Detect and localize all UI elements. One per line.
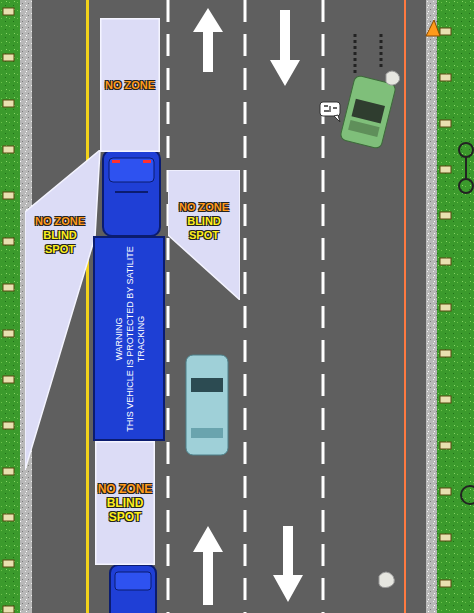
zone-label: NO ZONEBLIND SPOT	[28, 214, 92, 256]
green-car	[340, 75, 397, 149]
zone-heading: NO ZONE	[97, 482, 153, 496]
debris	[379, 71, 400, 588]
sign	[440, 350, 451, 357]
sign	[440, 534, 451, 541]
lane-dashes	[168, 0, 323, 613]
yellow-line	[86, 0, 89, 613]
grass	[437, 0, 474, 613]
sign	[440, 580, 451, 587]
tire	[461, 486, 474, 504]
roadside-signs	[3, 8, 451, 613]
zone-label: NO ZONEBLIND SPOT	[97, 482, 153, 524]
truck-cab	[103, 150, 160, 236]
sign	[3, 376, 14, 383]
warning-text: WARNING	[113, 241, 124, 436]
sign	[440, 120, 451, 127]
zone-outline	[96, 442, 155, 565]
no-zone-area: NO ZONEBLIND SPOT	[25, 150, 103, 470]
no-zone-area: NO ZONEBLIND SPOT	[168, 170, 240, 300]
sign	[3, 192, 14, 199]
zone-label: NO ZONEBLIND SPOT	[171, 200, 237, 242]
sign	[440, 442, 451, 449]
truck-trailer: WARNINGTHIS VEHICLE IS PROTECTED BY SATI…	[93, 236, 165, 441]
sign	[3, 54, 14, 61]
zone-subheading: BLIND SPOT	[171, 214, 237, 242]
sign	[3, 8, 14, 15]
truck-cab	[110, 565, 156, 613]
sign	[3, 284, 14, 291]
sign	[440, 258, 451, 265]
zone-subheading: BLIND SPOT	[28, 228, 92, 256]
blue-car	[186, 355, 228, 455]
lane-arrows	[193, 8, 303, 605]
sign	[440, 28, 451, 35]
traffic-cone	[426, 20, 440, 36]
zone-heading: NO ZONE	[28, 214, 92, 228]
edge-line	[404, 0, 406, 613]
zone-shape	[25, 150, 103, 470]
sign	[440, 212, 451, 219]
sign	[3, 560, 14, 567]
sign	[3, 100, 14, 107]
zone-outline	[25, 150, 100, 470]
no-zone-area: NO ZONE	[100, 18, 160, 152]
zone-outline	[168, 170, 240, 300]
zone-heading: NO ZONE	[102, 78, 158, 92]
zone-subheading: BLIND SPOT	[97, 496, 153, 524]
sign	[3, 330, 14, 337]
sidewalk	[426, 0, 437, 613]
warning-text: THIS VEHICLE IS PROTECTED BY SATILITE TR…	[124, 241, 146, 436]
sign	[3, 606, 14, 613]
sign	[440, 166, 451, 173]
zone-heading: NO ZONE	[171, 200, 237, 214]
skid-marks	[355, 34, 381, 74]
speech-bubble	[320, 102, 340, 122]
zone-outline	[101, 19, 160, 152]
sign	[440, 488, 451, 495]
sign	[3, 422, 14, 429]
sign	[3, 146, 14, 153]
no-zone-area: NO ZONEBLIND SPOT	[95, 441, 155, 565]
sign	[440, 396, 451, 403]
sign	[440, 304, 451, 311]
sign	[3, 468, 14, 475]
sign	[440, 74, 451, 81]
trailer-text: WARNINGTHIS VEHICLE IS PROTECTED BY SATI…	[95, 241, 163, 436]
motorcycle	[459, 143, 473, 193]
zone-label: NO ZONE	[102, 78, 158, 92]
sign	[3, 238, 14, 245]
grass	[0, 0, 20, 613]
sign	[3, 514, 14, 521]
